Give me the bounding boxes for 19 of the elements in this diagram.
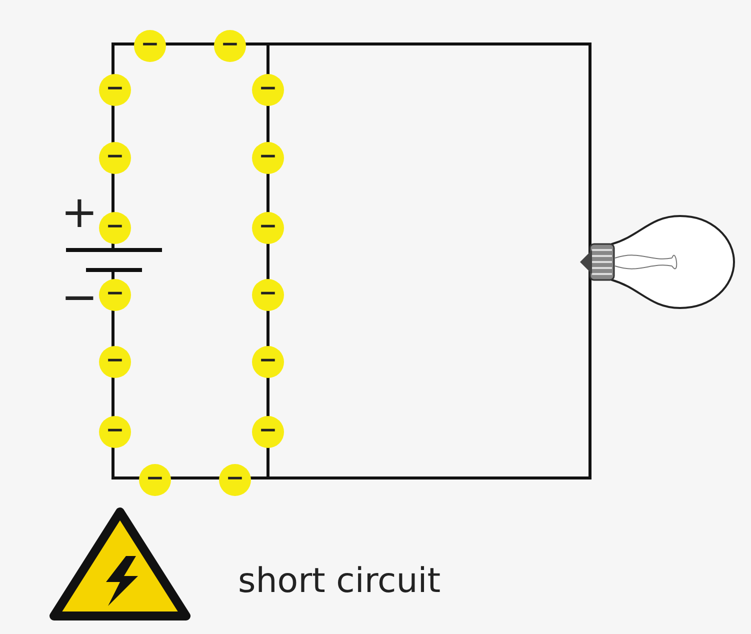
battery-polarity-sign: −: [61, 276, 98, 320]
electron-charge-sign: −: [214, 30, 246, 62]
electron-charge-sign: −: [252, 346, 284, 378]
caption-text: short circuit: [238, 561, 441, 601]
electron-charge-sign: −: [99, 279, 131, 311]
electron-charge-sign: −: [99, 142, 131, 174]
electron-charge-sign: −: [252, 142, 284, 174]
battery-polarity-sign: +: [61, 191, 98, 235]
electron-charge-sign: −: [99, 74, 131, 106]
electron-charge-sign: −: [139, 464, 171, 496]
electron-charge-sign: −: [219, 464, 251, 496]
electron-charge-sign: −: [99, 212, 131, 244]
electron-charge-sign: −: [252, 212, 284, 244]
electron-charge-sign: −: [134, 30, 166, 62]
electron-charge-sign: −: [99, 416, 131, 448]
electron-charge-sign: −: [252, 279, 284, 311]
electron-charge-sign: −: [252, 74, 284, 106]
electron-charge-sign: −: [99, 346, 131, 378]
electron-charge-sign: −: [252, 416, 284, 448]
